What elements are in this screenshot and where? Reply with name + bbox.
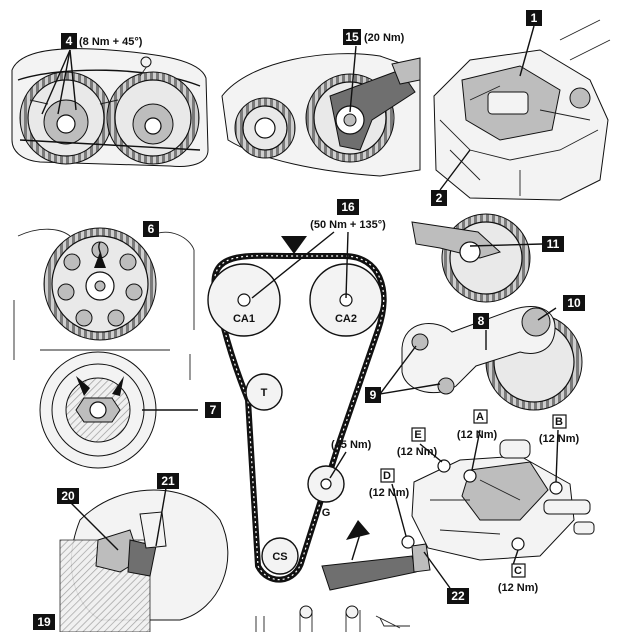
- callout-20-box: [57, 488, 79, 504]
- torque-15: (20 Nm): [364, 32, 405, 44]
- callout-15: 15: [345, 30, 359, 44]
- callout-7-box: [205, 402, 221, 418]
- callout-8: 8: [478, 314, 485, 328]
- letter-e-box: [411, 427, 426, 442]
- callout-19-box: [33, 614, 55, 630]
- label-cs: CS: [272, 551, 287, 563]
- panel-holding-tool: 11: [411, 213, 564, 303]
- letter-c: C: [514, 565, 522, 577]
- label-t: T: [261, 387, 268, 399]
- torque-4: (8 Nm + 45°): [79, 36, 143, 48]
- callout-1: 1: [531, 11, 538, 25]
- letter-c-box: [511, 563, 526, 578]
- torque-d: (12 Nm): [369, 487, 410, 499]
- label-ca2: CA2: [335, 313, 357, 325]
- panel-camshaft-sprockets: 4 (8 Nm + 45°): [11, 33, 209, 167]
- letter-a-box: [473, 409, 488, 424]
- pulley-tensioner: [245, 373, 283, 411]
- torque-16: (50 Nm + 135°): [310, 219, 386, 231]
- torque-c: (12 Nm): [498, 582, 539, 594]
- callout-19: 19: [37, 615, 51, 629]
- callout-6-box: [143, 221, 159, 237]
- callout-16: 16: [341, 200, 355, 214]
- torque-a: (12 Nm): [457, 429, 498, 441]
- panel-water-pump: A (12 Nm) B (12 Nm) C (12 Nm) D (12 Nm) …: [321, 409, 595, 604]
- callout-2-box: [431, 190, 447, 206]
- callout-15-box: [343, 29, 361, 45]
- callout-11: 11: [547, 237, 560, 251]
- callout-9: 9: [370, 388, 377, 402]
- panel-cam-timing-mark: 6: [13, 221, 195, 360]
- callout-16-box: [337, 199, 359, 215]
- callout-2: 2: [436, 191, 443, 205]
- callout-10: 10: [567, 296, 581, 310]
- letter-d: D: [383, 470, 391, 482]
- panel-bottom-partial: [255, 605, 410, 632]
- callout-9-box: [365, 387, 381, 403]
- callout-10-box: [563, 295, 585, 311]
- callout-4: 4: [66, 34, 73, 48]
- rotation-arrow-icon: [346, 520, 370, 540]
- callout-6: 6: [148, 222, 155, 236]
- panel-crankshaft-key: 7: [39, 349, 221, 469]
- letter-a: A: [476, 411, 484, 423]
- letter-d-box: [380, 468, 395, 483]
- panel-crank-detail: 20 21 19: [33, 473, 229, 632]
- letter-b-box: [552, 414, 567, 429]
- panel-engine-top: 1 2: [431, 10, 611, 206]
- callout-22-box: [447, 588, 469, 604]
- panel-belt-routing: CA1 CA2 T G CS 16 (50 Nm + 135°) (45 Nm): [207, 199, 387, 583]
- callout-4-box: [61, 33, 77, 49]
- callout-1-box: [526, 10, 542, 26]
- callout-22: 22: [451, 589, 465, 603]
- torque-b: (12 Nm): [539, 433, 580, 445]
- callout-20: 20: [61, 489, 75, 503]
- callout-11-box: [542, 236, 564, 252]
- callout-21-box: [157, 473, 179, 489]
- callout-21: 21: [161, 474, 175, 488]
- callout-8-box: [473, 313, 489, 329]
- panel-sprocket-tool: 15 (20 Nm): [221, 29, 421, 177]
- timing-mark-arrow-icon: [281, 236, 307, 254]
- letter-b: B: [555, 416, 563, 428]
- panel-cam-bracket: 8 10 9: [365, 295, 585, 411]
- torque-45: (45 Nm): [331, 439, 372, 451]
- label-g: G: [322, 507, 331, 519]
- torque-e: (12 Nm): [397, 446, 438, 458]
- pulley-crankshaft: [261, 537, 299, 575]
- label-ca1: CA1: [233, 313, 255, 325]
- callout-7: 7: [210, 403, 217, 417]
- letter-e: E: [414, 429, 421, 441]
